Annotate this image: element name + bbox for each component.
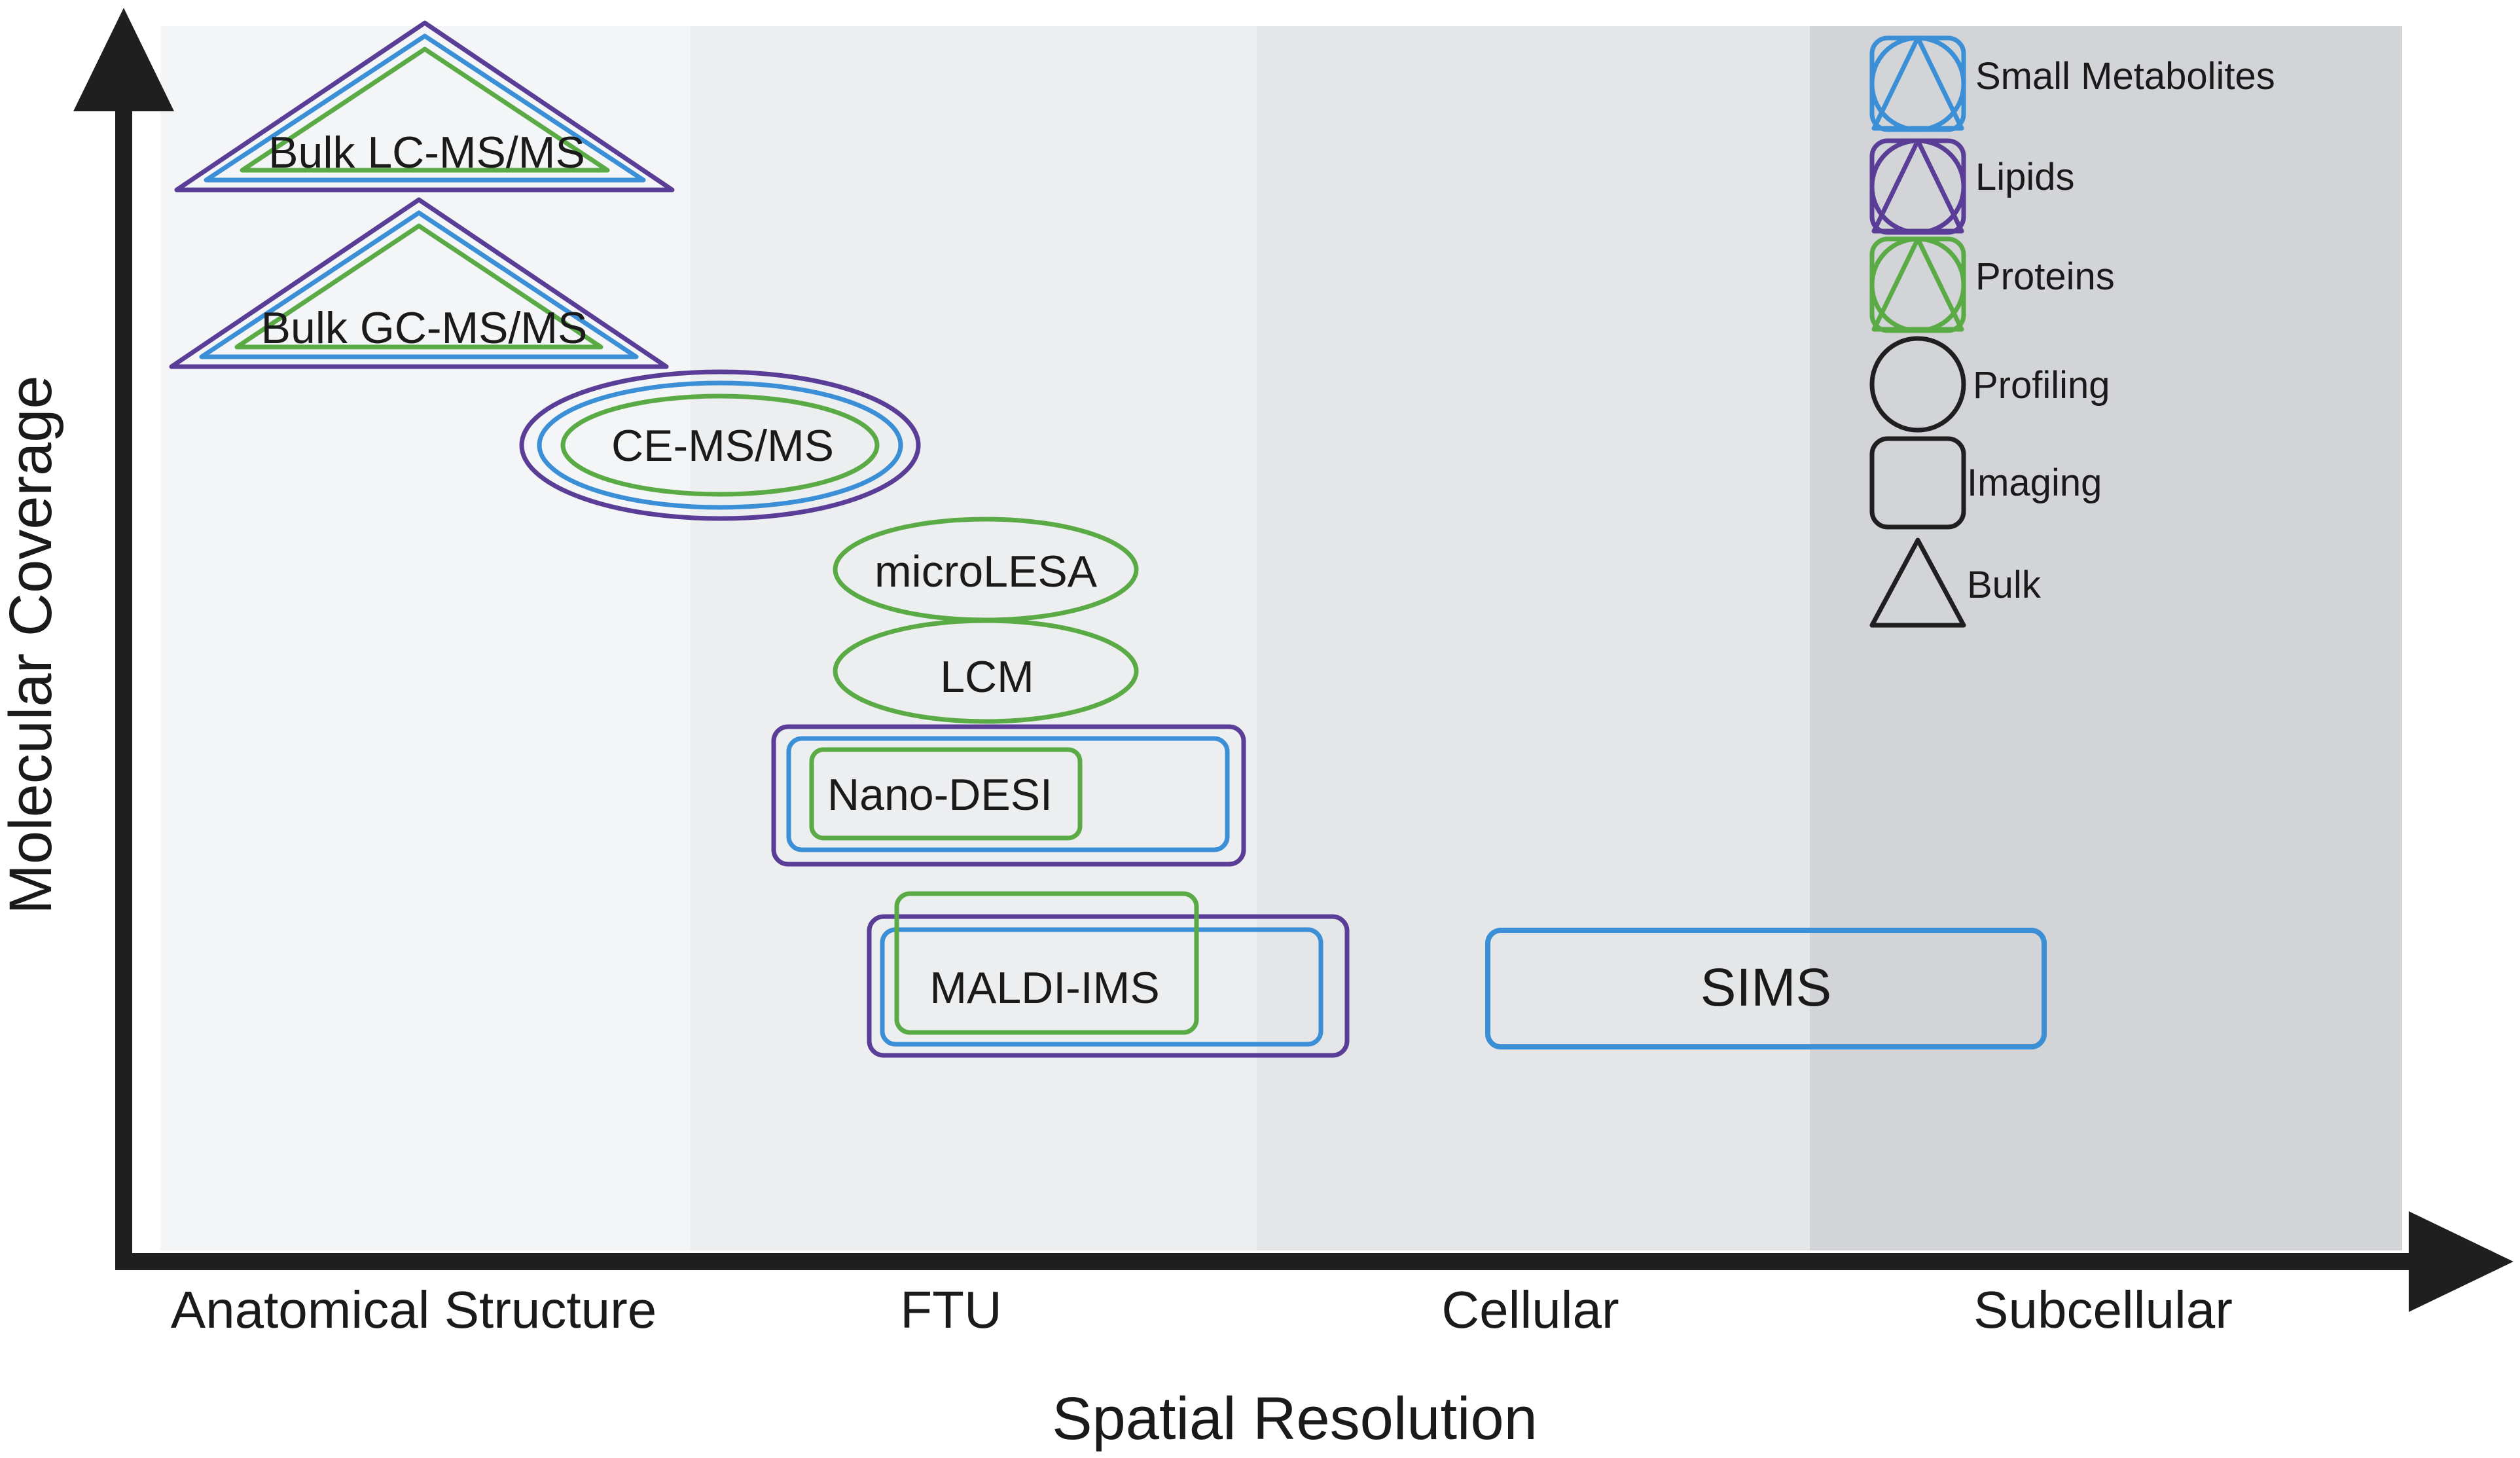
proteins-outline xyxy=(234,223,603,350)
lipids-outline xyxy=(174,20,675,192)
lipids-outline xyxy=(771,724,1246,867)
x-category-cellular: Cellular xyxy=(1441,1281,1619,1339)
technique-label: CE-MS/MS xyxy=(611,421,834,471)
technique-label: LCM xyxy=(940,652,1034,702)
x-axis-title: Spatial Resolution xyxy=(1052,1385,1538,1452)
band-cellular xyxy=(1257,26,1810,1250)
small-metabolites-outline xyxy=(1485,928,2047,1049)
technique-label: Bulk LC-MS/MS xyxy=(268,128,585,177)
lipids-outline xyxy=(519,369,921,521)
legend-label-profiling: Profiling xyxy=(1973,364,2110,407)
x-category-subcellular: Subcellular xyxy=(1973,1281,2233,1339)
proteins-outline xyxy=(894,891,1199,1035)
small-metabolites-outline xyxy=(880,927,1323,1047)
y-axis-line xyxy=(115,98,132,1270)
legend-swatch-lipids-triangle xyxy=(1871,138,1964,234)
legend-label-lipids: Lipids xyxy=(1975,156,2075,198)
lipids-outline xyxy=(867,914,1350,1058)
legend-label-bulk: Bulk xyxy=(1967,564,2042,606)
proteins-outline xyxy=(240,46,610,173)
proteins-outline xyxy=(809,747,1083,841)
small-metabolites-outline xyxy=(786,736,1230,852)
technique-bulk-lc-ms-ms: Bulk LC-MS/MS xyxy=(174,20,675,192)
proteins-outline xyxy=(833,618,1139,724)
legend-swatch-imaging xyxy=(1869,436,1966,530)
technique-bulk-gc-ms-ms: Bulk GC-MS/MS xyxy=(169,197,669,369)
legend-item-profiling: Profiling xyxy=(1869,336,2110,433)
technique-maldi-ims: MALDI-IMS xyxy=(867,891,1350,1058)
technique-label: SIMS xyxy=(1701,958,1831,1017)
legend-swatch-bulk xyxy=(1869,538,1966,628)
band-anatomical xyxy=(160,26,691,1250)
legend-item-imaging: Imaging xyxy=(1869,436,2102,530)
technique-nano-desi: Nano-DESI xyxy=(771,724,1246,867)
x-category-ftu: FTU xyxy=(900,1281,1002,1339)
legend-swatch-proteins-triangle xyxy=(1871,236,1964,332)
small-metabolites-outline xyxy=(537,380,903,510)
technique-label: microLESA xyxy=(874,547,1098,596)
legend-swatch-profiling xyxy=(1869,336,1966,433)
lipids-outline xyxy=(169,197,669,369)
legend-item-proteins: Proteins xyxy=(1869,236,2115,333)
small-metabolites-outline xyxy=(199,210,639,359)
legend-item-bulk: Bulk xyxy=(1869,538,2042,628)
technique-sims: SIMS xyxy=(1485,928,2047,1049)
technique-label: Bulk GC-MS/MS xyxy=(261,303,588,353)
y-axis-title: Molecular Coverage xyxy=(0,375,64,914)
x-category-anatomical: Anatomical Structure xyxy=(171,1281,657,1339)
legend: Small Metabolites Lipids Proteins Profil… xyxy=(1869,35,2275,628)
band-subcellular xyxy=(1810,26,2402,1250)
legend-item-small-metabolites: Small Metabolites xyxy=(1869,35,2275,132)
legend-label-small-metabolites: Small Metabolites xyxy=(1975,55,2275,98)
legend-label-imaging: Imaging xyxy=(1967,462,2102,504)
legend-item-lipids: Lipids xyxy=(1869,138,2075,235)
y-axis-arrowhead xyxy=(73,8,174,111)
small-metabolites-outline xyxy=(204,33,646,183)
x-axis-line xyxy=(115,1253,2426,1270)
technique-label: Nano-DESI xyxy=(827,770,1053,820)
technique-lcm: LCM xyxy=(833,618,1139,724)
x-axis-arrowhead xyxy=(2409,1211,2513,1312)
technique-label: MALDI-IMS xyxy=(929,963,1159,1013)
proteins-outline xyxy=(560,393,880,497)
legend-swatch-small-metabolites-triangle xyxy=(1871,35,1964,131)
technique-ce-ms-ms: CE-MS/MS xyxy=(519,369,921,521)
band-ftu xyxy=(691,26,1257,1250)
legend-label-proteins: Proteins xyxy=(1975,255,2115,298)
